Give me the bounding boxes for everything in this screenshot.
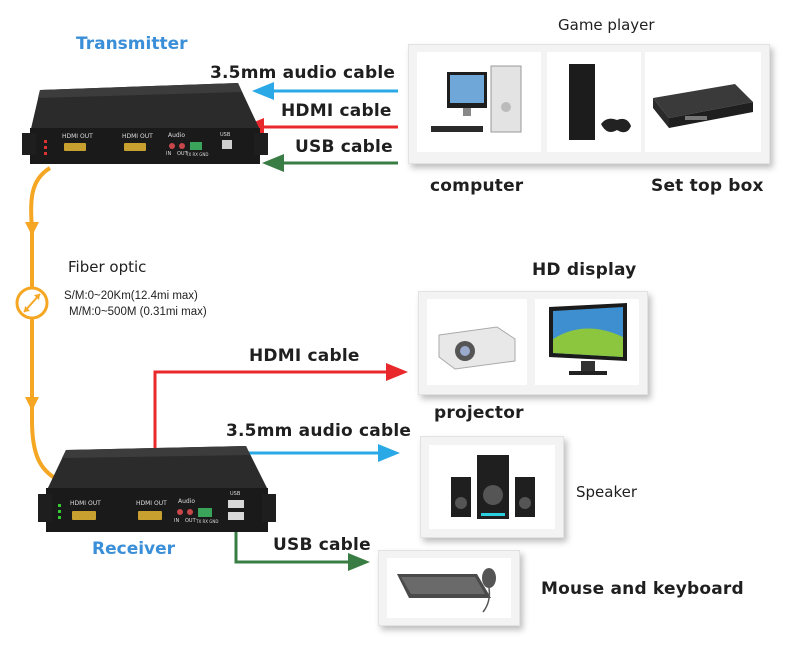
receiver-title: Receiver [92, 539, 176, 559]
tx-in-label: IN [166, 151, 172, 157]
rx-usb-cable-label: USB cable [273, 535, 371, 555]
projector-tile [427, 299, 527, 385]
tx-audio-cable-arrow [252, 82, 398, 100]
rx-hdmi-out-1-label: HDMI OUT [70, 500, 101, 507]
tx-usb-cable-arrow [262, 154, 398, 172]
monitor-tile [535, 299, 639, 385]
projector-label: projector [434, 403, 524, 423]
projector-icon [438, 326, 516, 370]
speaker-icon [451, 455, 535, 519]
speaker-panel [420, 436, 564, 538]
computer-label: computer [430, 176, 524, 196]
tx-out-label: OUT [177, 151, 188, 157]
source-devices-panel [408, 44, 770, 164]
rx-usb-label: USB [230, 491, 241, 497]
fiber-optic-line [25, 166, 60, 482]
keyboard-panel [378, 550, 520, 626]
rx-out-label: OUT [185, 518, 196, 524]
keyboard-mouse-icon [397, 568, 496, 613]
tx-audio-cable-label: 3.5mm audio cable [210, 63, 396, 83]
tx-audio-label: Audio [168, 132, 186, 139]
tx-terminal-label: TX RX GND [186, 152, 209, 157]
settop-box-label: Set top box [651, 176, 764, 196]
rx-usb-cable-arrow [234, 527, 370, 571]
rx-audio-label: Audio [178, 498, 196, 505]
fiber-sm-spec: S/M:0~20Km(12.4mi max) [64, 290, 198, 302]
computer-tile [417, 52, 541, 152]
settop-tile [645, 52, 761, 152]
tx-hdmi-cable-label: HDMI cable [281, 101, 392, 121]
speaker-label: Speaker [576, 483, 638, 501]
console-tile [547, 52, 641, 152]
rx-terminal-label: TX RX GND [196, 519, 219, 524]
transmitter-title: Transmitter [76, 34, 188, 54]
rx-hdmi-cable-label: HDMI cable [249, 346, 360, 366]
game-console-icon [569, 64, 631, 140]
game-player-label: Game player [558, 16, 655, 34]
rx-in-label: IN [174, 518, 180, 524]
speaker-tile [429, 445, 555, 529]
display-devices-panel [418, 291, 648, 395]
rx-audio-cable-arrow [184, 444, 400, 500]
tx-usb-cable-label: USB cable [295, 137, 393, 157]
monitor-icon [549, 303, 627, 375]
fiber-optic-label: Fiber optic [68, 258, 147, 276]
tx-hdmi-out-1-label: HDMI OUT [62, 133, 93, 140]
rx-audio-cable-label: 3.5mm audio cable [226, 421, 412, 441]
settop-box-icon [653, 84, 753, 128]
pc-tower-icon [431, 65, 522, 133]
keyboard-tile [387, 558, 511, 618]
fiber-coupler-icon [15, 286, 49, 320]
hd-display-label: HD display [532, 260, 637, 280]
fiber-mm-spec: M/M:0~500M (0.31mi max) [69, 306, 207, 318]
mouse-keyboard-label: Mouse and keyboard [541, 579, 744, 599]
tx-hdmi-out-2-label: HDMI OUT [122, 133, 153, 140]
rx-hdmi-out-2-label: HDMI OUT [136, 500, 167, 507]
tx-usb-label: USB [220, 132, 231, 138]
